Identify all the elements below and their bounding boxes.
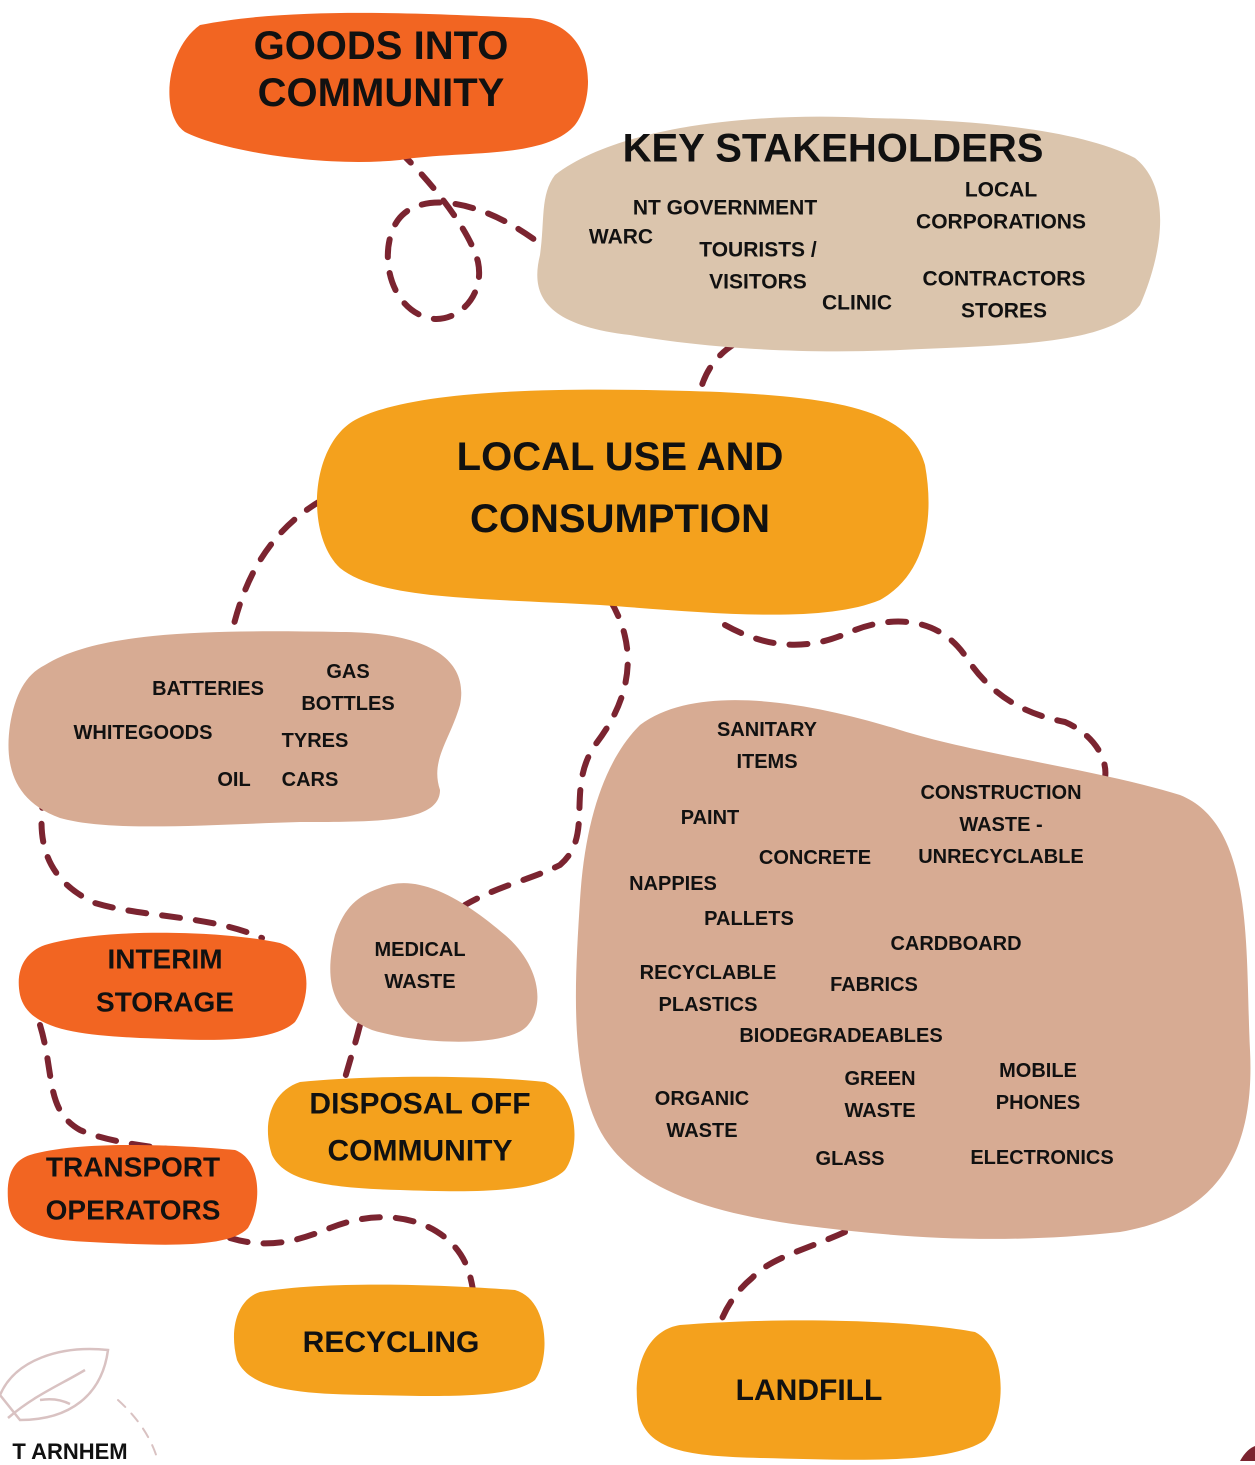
landfill-blob [636,1320,1001,1460]
recycling-label: RECYCLING [302,1325,480,1359]
key-stakeholders-title: KEY STAKEHOLDERS [622,126,1044,171]
local-use-blob [317,389,929,615]
stakeholder-warc: WARC [588,225,654,249]
disposal-off-community-blob [267,1076,575,1192]
connector-goods-to-stakeholders [384,147,538,322]
leaf-icon [0,1347,110,1422]
hazardous-items-blob [8,631,462,827]
transport-operators-blob [7,1145,258,1245]
connector-transport-to-recycling [227,1214,476,1293]
medical-waste-blob [330,883,538,1042]
logo-text-fragment: T ARNHEM [12,1439,128,1465]
connector-hazardous-to-interim [38,787,265,941]
stakeholder-nt-government: NT GOVERNMENT [632,196,818,220]
item-concrete: CONCRETE [758,847,872,869]
item-paint: PAINT [680,807,740,829]
connector-local-use-to-hazardous [229,497,325,635]
item-cardboard: CARDBOARD [890,933,1022,955]
goods-into-community-blob [169,12,589,162]
connector-medical-to-disposal [342,1022,363,1081]
item-nappies: NAPPIES [629,873,717,895]
connector-local-use-to-general [722,618,1109,781]
item-glass: GLASS [815,1148,885,1170]
item-electronics: ELECTRONICS [970,1147,1114,1169]
item-fabrics: FABRICS [830,974,918,996]
item-cars: CARS [281,769,339,791]
stakeholder-tourists-visitors: TOURISTS /VISITORS [699,238,817,294]
item-pallets: PALLETS [704,908,794,930]
item-whitegoods: WHITEGOODS [73,722,213,744]
item-tyres: TYRES [281,730,349,752]
item-batteries: BATTERIES [152,678,264,700]
connectors [37,147,1109,1461]
general-waste-blob [575,700,1251,1239]
item-biodegradeables: BIODEGRADEABLES [739,1025,943,1047]
connector-leaf-dashes [117,1399,159,1461]
stakeholder-clinic: CLINIC [822,291,892,315]
connector-local-use-to-medical [462,597,631,908]
landfill-label: LANDFILL [735,1373,883,1407]
recycling-blob [233,1284,545,1396]
interim-storage-blob [18,932,307,1040]
key-stakeholders-blob [537,116,1161,352]
connector-general-to-landfill [715,1229,848,1333]
corner-decoration [1240,1446,1255,1461]
item-oil: OIL [217,769,251,791]
connector-interim-to-transport [37,1022,178,1153]
